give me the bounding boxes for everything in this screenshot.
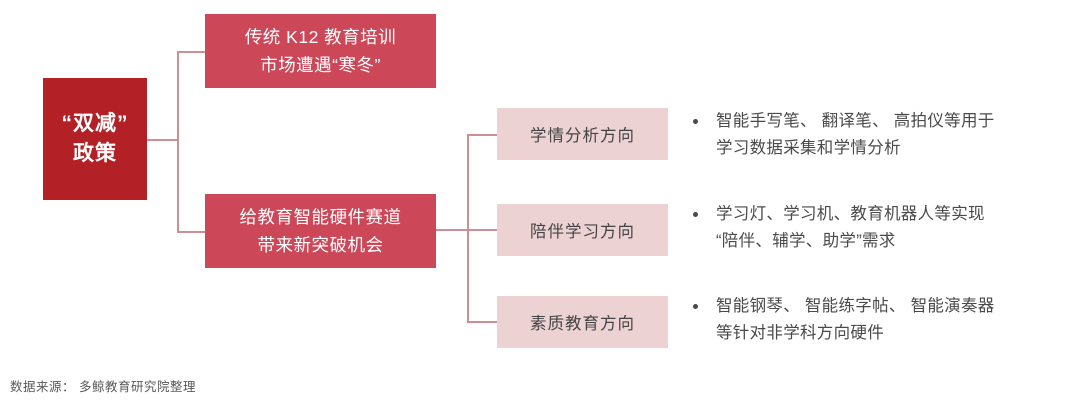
detail-item-1-line-1: 智能手写笔、 翻译笔、 高拍仪等用于 (716, 112, 995, 130)
detail-item-1-line-2: 学习数据采集和学情分析 (716, 138, 901, 157)
connector-branch2-stub (436, 229, 468, 231)
leaf-node-1-label: 学情分析方向 (530, 127, 635, 145)
connector-root-spine (177, 51, 179, 232)
detail-item-1: 智能手写笔、 翻译笔、 高拍仪等用于 学习数据采集和学情分析 (693, 108, 1065, 161)
detail-item-1-text: 智能手写笔、 翻译笔、 高拍仪等用于 学习数据采集和学情分析 (716, 108, 1065, 161)
detail-item-3-line-1: 智能钢琴、 智能练字帖、 智能演奏器 (716, 297, 995, 315)
root-node[interactable]: “双减” 政策 (43, 78, 147, 200)
connector-branch2-to-leaf-3 (467, 321, 498, 323)
detail-item-3-text: 智能钢琴、 智能练字帖、 智能演奏器 等针对非学科方向硬件 (716, 293, 1065, 346)
branch-node-2-line-2: 带来新突破机会 (257, 235, 384, 255)
branch-node-1[interactable]: 传统 K12 教育培训 市场遭遇“寒冬” (205, 14, 436, 88)
bullet-dot-icon (693, 304, 698, 309)
leaf-node-3[interactable]: 素质教育方向 (497, 296, 668, 348)
connector-branch2-spine (467, 134, 469, 322)
branch-node-2[interactable]: 给教育智能硬件赛道 带来新突破机会 (205, 194, 436, 268)
source-note: 数据来源： 多鲸教育研究院整理 (10, 380, 196, 394)
bullet-dot-icon (693, 212, 698, 217)
detail-item-3-line-2: 等针对非学科方向硬件 (716, 323, 884, 342)
connector-root-stub (147, 139, 178, 141)
detail-item-3: 智能钢琴、 智能练字帖、 智能演奏器 等针对非学科方向硬件 (693, 293, 1065, 346)
connector-branch2-to-leaf-2 (467, 229, 498, 231)
connector-root-to-branch-1 (177, 51, 206, 53)
detail-item-2-line-1: 学习灯、学习机、教育机器人等实现 (716, 205, 985, 223)
branch-node-1-line-2: 市场遭遇“寒冬” (260, 55, 381, 75)
detail-item-2-text: 学习灯、学习机、教育机器人等实现 “陪伴、辅学、助学”需求 (716, 201, 1065, 254)
leaf-node-2[interactable]: 陪伴学习方向 (497, 204, 668, 256)
connector-root-to-branch-2 (177, 231, 206, 233)
leaf-node-2-label: 陪伴学习方向 (530, 223, 635, 241)
bullet-dot-icon (693, 119, 698, 124)
root-node-line-2: 政策 (73, 142, 117, 165)
connector-branch2-to-leaf-1 (467, 134, 498, 136)
branch-node-2-line-1: 给教育智能硬件赛道 (239, 206, 402, 227)
branch-node-1-line-1: 传统 K12 教育培训 (244, 26, 397, 47)
root-node-line-1: “双减” (61, 111, 129, 135)
detail-item-2-line-2: “陪伴、辅学、助学”需求 (716, 231, 896, 250)
detail-item-2: 学习灯、学习机、教育机器人等实现 “陪伴、辅学、助学”需求 (693, 201, 1065, 254)
leaf-node-3-label: 素质教育方向 (530, 315, 635, 333)
leaf-node-1[interactable]: 学情分析方向 (497, 108, 668, 160)
